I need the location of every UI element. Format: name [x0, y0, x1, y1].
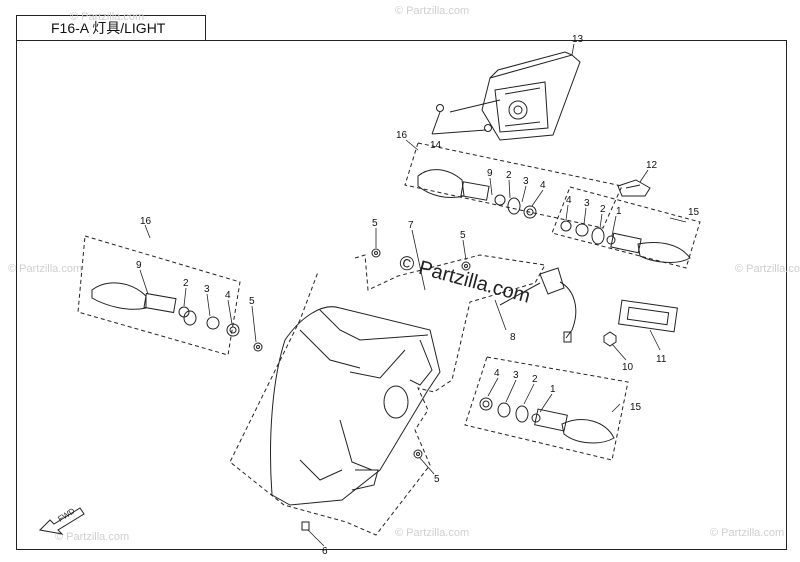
diagram-frame: [16, 40, 787, 550]
bolt-5-left: [253, 342, 263, 352]
callout-16: 16: [396, 130, 408, 141]
watermark-text: © Partzilla.com: [8, 263, 82, 275]
callout-9: 9: [136, 260, 142, 271]
callout-3: 3: [523, 176, 529, 187]
callout-2: 2: [506, 170, 512, 181]
nut-10: [603, 331, 617, 347]
callout-3: 3: [584, 198, 590, 209]
callout-15: 15: [630, 402, 642, 413]
callout-5: 5: [460, 230, 466, 241]
watermark-text: © Partzilla.com: [395, 527, 469, 539]
callout-9: 9: [487, 168, 493, 179]
watermark-text: © Partzilla.com: [395, 5, 469, 17]
callout-2: 2: [600, 204, 606, 215]
callout-2: 2: [183, 278, 189, 289]
watermark-text: © Partzilla.com: [710, 527, 784, 539]
group-box-headlight: [229, 254, 546, 536]
watermark-text: © Partzilla.com: [55, 531, 129, 543]
turn-signal-upper-right: [560, 220, 691, 263]
callout-4: 4: [540, 180, 546, 191]
callout-12: 12: [646, 160, 658, 171]
turn-signal-left: [91, 282, 240, 337]
callout-5: 5: [434, 474, 440, 485]
turn-signal-upper-left: [417, 169, 537, 219]
callout-4: 4: [225, 290, 231, 301]
bolt-5-top: [371, 248, 381, 258]
callout-4: 4: [494, 368, 500, 379]
tail-light-assembly: [481, 51, 581, 141]
brand-watermark: © Partzilla.com: [397, 252, 533, 308]
callout-6: 6: [322, 546, 328, 557]
group-box-16-left: [77, 235, 241, 356]
callout-5: 5: [372, 218, 378, 229]
group-box-15-upper: [551, 186, 701, 269]
bolt-5-mid: [461, 261, 471, 271]
watermarks: © Partzilla.com © Partzilla.com © Partzi…: [8, 5, 800, 543]
callout-13: 13: [572, 34, 584, 45]
callout-14: 14: [430, 140, 442, 151]
license-clip: [617, 179, 651, 197]
callout-1: 1: [616, 206, 622, 217]
headlight-assembly: [270, 306, 441, 506]
diagram-title: F16-A 灯具/LIGHT: [16, 15, 206, 41]
clip-6: [301, 521, 310, 531]
turn-signal-lower-right: [479, 397, 615, 444]
fwd-arrow-icon: [38, 507, 85, 535]
watermark-text: © Partzilla.com: [735, 263, 800, 275]
bulb-socket: [499, 267, 577, 343]
callout-4: 4: [566, 195, 572, 206]
callout-7: 7: [408, 220, 414, 231]
callout-1: 1: [550, 384, 556, 395]
callout-11: 11: [656, 354, 667, 365]
group-box-16-upper: [404, 142, 623, 229]
callout-5: 5: [249, 296, 255, 307]
watermark-text: © Partzilla.com: [70, 11, 144, 23]
callout-3: 3: [204, 284, 210, 295]
tail-light-screws: [431, 99, 501, 135]
callout-15: 15: [688, 207, 700, 218]
fwd-label: FWD: [56, 506, 76, 523]
callout-8: 8: [510, 332, 516, 343]
callout-3: 3: [513, 370, 519, 381]
leader-lines: [139, 43, 687, 547]
bolt-5-lower: [413, 449, 423, 459]
callout-labels: 13 14 16 9 2 3 4 12 15 4 3 2 1 16 9 2 3 …: [136, 34, 700, 557]
callout-2: 2: [532, 374, 538, 385]
license-light: [618, 299, 678, 333]
callout-16: 16: [140, 216, 152, 227]
callout-10: 10: [622, 362, 634, 373]
